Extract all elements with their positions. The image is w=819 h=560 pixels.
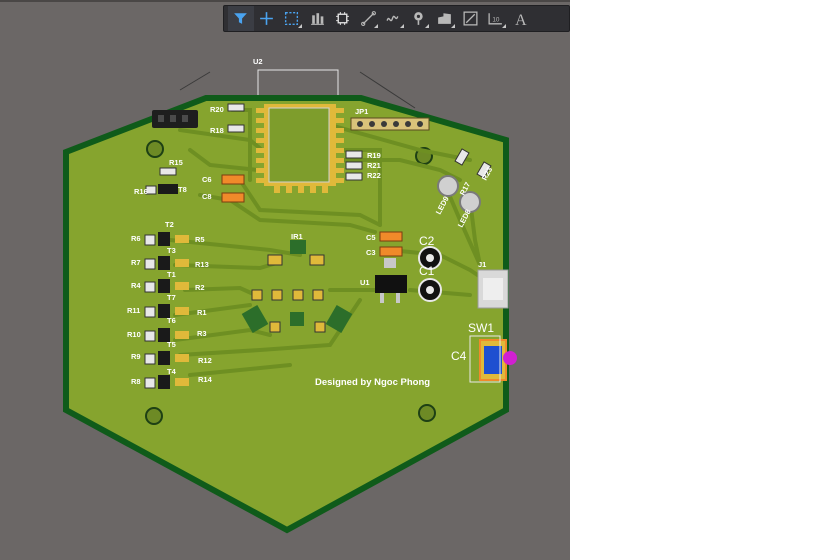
- label-r4: R4: [131, 281, 141, 290]
- label-t5: T5: [167, 340, 176, 349]
- label-jp1: JP1: [355, 107, 368, 116]
- label-r19: R19: [367, 151, 381, 160]
- label-r9: R9: [131, 352, 141, 361]
- label-t7: T7: [167, 293, 176, 302]
- label-t6: T6: [167, 316, 176, 325]
- select-rect-button[interactable]: [279, 6, 305, 31]
- label-ir1: IR1: [291, 232, 303, 241]
- align-icon: [310, 13, 324, 25]
- label-r22: R22: [367, 171, 381, 180]
- blank-panel: [570, 0, 819, 560]
- dimension-icon: 10: [488, 13, 503, 25]
- label-c2: C2: [419, 234, 435, 248]
- label-r20: R20: [210, 105, 224, 114]
- diff-pair-icon: [386, 15, 399, 22]
- label-r5: R5: [195, 235, 205, 244]
- graph-icon: [463, 11, 478, 26]
- label-r14: R14: [198, 375, 213, 384]
- dimension-button[interactable]: 10: [483, 6, 509, 31]
- capacitor-c6: [221, 174, 245, 185]
- mounting-hole: [418, 404, 436, 422]
- pcb-3d-viewport[interactable]: U2 JP1 R20 R18 R19 R21 R22 R15 R16 T8 C6…: [0, 0, 570, 560]
- label-c5: C5: [366, 233, 376, 242]
- label-t1: T1: [167, 270, 176, 279]
- label-u2: U2: [253, 57, 263, 66]
- mounting-hole: [145, 407, 163, 425]
- label-t3: T3: [167, 246, 176, 255]
- label-r1: R1: [197, 308, 207, 317]
- label-c8: C8: [202, 192, 212, 201]
- text-button[interactable]: A: [509, 6, 535, 31]
- diff-pair-button[interactable]: [381, 6, 407, 31]
- align-button[interactable]: [305, 6, 331, 31]
- via-icon: [413, 12, 423, 25]
- route-icon: [360, 11, 376, 26]
- label-j1: J1: [478, 260, 486, 269]
- polygon-button[interactable]: [432, 6, 458, 31]
- svg-text:A: A: [515, 12, 527, 27]
- guide-line: [179, 71, 211, 91]
- label-r18: R18: [210, 126, 224, 135]
- capacitor-c5: [379, 231, 403, 242]
- label-r13: R13: [195, 260, 209, 269]
- transistor-array: [144, 232, 189, 389]
- graph-button[interactable]: [458, 6, 484, 31]
- label-r2: R2: [195, 283, 205, 292]
- label-r10: R10: [127, 330, 141, 339]
- component-button[interactable]: [330, 6, 356, 31]
- label-sw1: SW1: [468, 321, 494, 335]
- label-t4: T4: [167, 367, 177, 376]
- crosshair-button[interactable]: [254, 6, 280, 31]
- guide-line: [359, 71, 416, 109]
- crosshair-icon: [259, 12, 273, 25]
- route-button[interactable]: [356, 6, 382, 31]
- text-icon: A: [515, 12, 527, 27]
- label-r3: R3: [197, 329, 207, 338]
- view-toolbar: 10 A: [223, 5, 570, 32]
- resistor-group: [145, 103, 363, 195]
- svg-text:10: 10: [493, 17, 501, 24]
- label-r15: R15: [169, 158, 183, 167]
- mounting-hole: [146, 140, 164, 158]
- select-rect-icon: [285, 11, 299, 26]
- label-c1: C1: [419, 264, 435, 278]
- label-c6: C6: [202, 175, 212, 184]
- pcb-board-render[interactable]: U2 JP1 R20 R18 R19 R21 R22 R15 R16 T8 C6…: [0, 0, 570, 560]
- label-r11: R11: [127, 306, 140, 315]
- label-u1: U1: [360, 278, 370, 287]
- label-r7: R7: [131, 258, 141, 267]
- designer-credit: Designed by Ngoc Phong: [315, 377, 430, 388]
- u1-regulator: [375, 275, 407, 293]
- ir1-sensor: [241, 240, 353, 334]
- label-r12: R12: [198, 356, 212, 365]
- component-icon: [336, 12, 350, 25]
- jp1-header: [350, 117, 430, 131]
- label-t2: T2: [165, 220, 174, 229]
- label-r21: R21: [367, 161, 381, 170]
- capacitor-c8: [221, 192, 245, 203]
- label-r8: R8: [131, 377, 141, 386]
- led-8: [459, 191, 481, 213]
- label-r6: R6: [131, 234, 141, 243]
- viewport-top-border: [0, 0, 570, 2]
- filter-button[interactable]: [228, 6, 254, 31]
- label-r16: R16: [134, 187, 148, 196]
- label-t8: T8: [178, 185, 187, 194]
- via-button[interactable]: [407, 6, 433, 31]
- filter-icon: [234, 13, 248, 24]
- label-c3: C3: [366, 248, 376, 257]
- label-c4: C4: [451, 349, 467, 363]
- polygon-icon: [438, 13, 452, 24]
- capacitor-c3: [379, 246, 403, 257]
- led-9: [437, 175, 459, 197]
